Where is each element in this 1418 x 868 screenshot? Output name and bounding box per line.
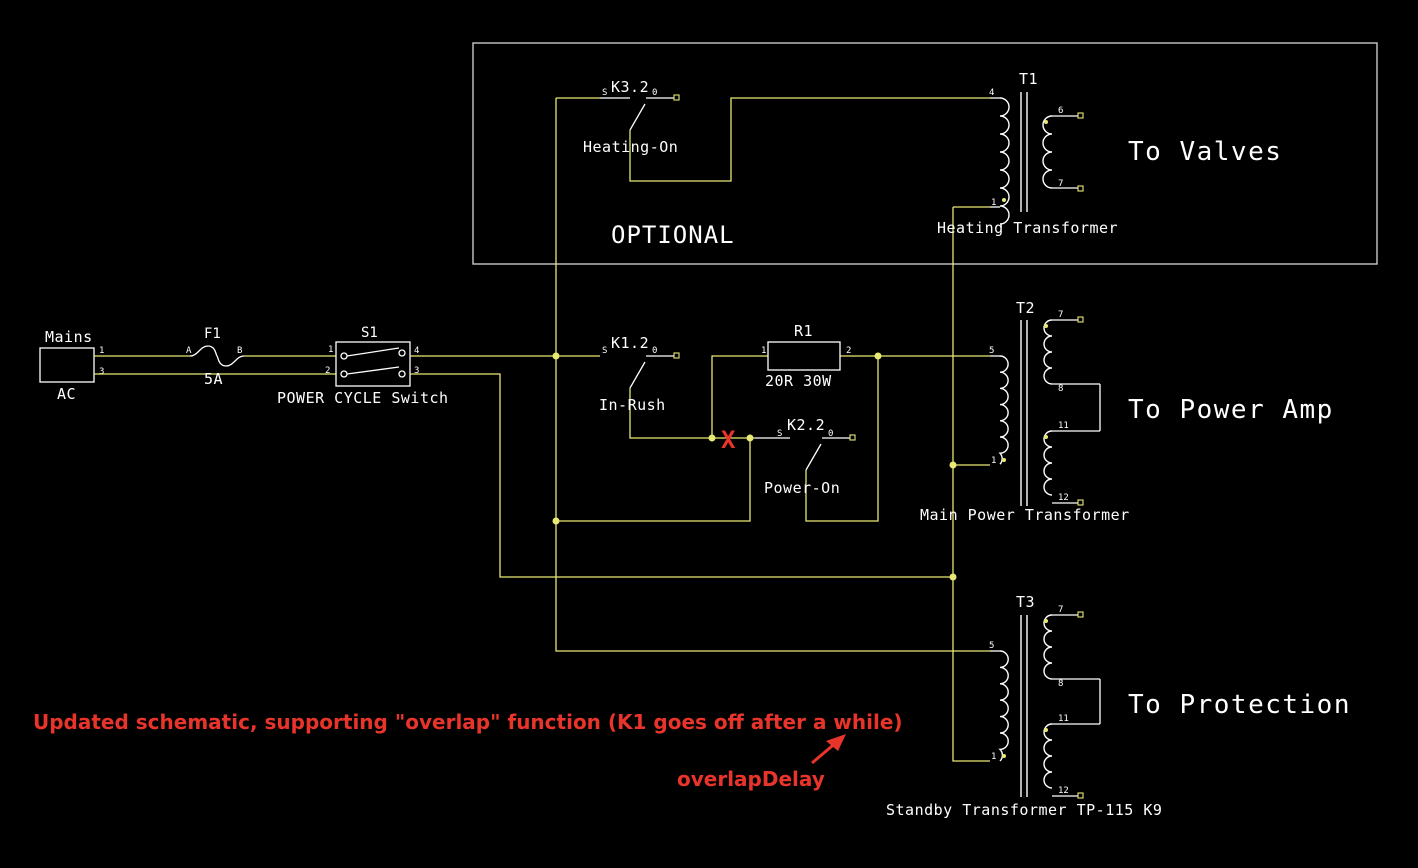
- svg-text:T2: T2: [1016, 299, 1035, 317]
- switch-s1: S1 1 2 4 3 POWER CYCLE Switch: [277, 325, 449, 407]
- wire-live-to-k2: [556, 438, 751, 522]
- svg-text:Mains: Mains: [45, 328, 93, 346]
- svg-text:K1.2: K1.2: [611, 334, 649, 352]
- transformer-t1: T1 4 1 6 7 Heating Transformer: [937, 70, 1118, 237]
- junction-dot: [949, 573, 957, 581]
- transformer-t2: T2 5 1 7 8 11 12 Main Power Transformer: [920, 299, 1130, 524]
- svg-text:S1: S1: [361, 325, 378, 341]
- svg-text:Main Power Transformer: Main Power Transformer: [920, 506, 1130, 524]
- svg-text:B: B: [237, 346, 242, 356]
- svg-text:8: 8: [1058, 384, 1063, 394]
- wire-neutral-vertical: [952, 207, 990, 762]
- wire-k2-return: [805, 356, 879, 522]
- annotation-arrow: [811, 734, 846, 765]
- svg-text:5: 5: [989, 641, 994, 651]
- svg-text:3: 3: [99, 367, 104, 377]
- dest-valves: To Valves: [1128, 137, 1282, 167]
- junction-dot: [552, 517, 560, 525]
- svg-text:A: A: [186, 346, 192, 356]
- svg-text:0: 0: [652, 346, 657, 356]
- junction-dot: [874, 352, 882, 360]
- svg-text:0: 0: [828, 429, 833, 439]
- relay-contact-k3: K3.2 S 0 Heating-On: [583, 78, 680, 156]
- svg-text:1: 1: [991, 198, 996, 208]
- svg-text:20R 30W: 20R 30W: [765, 372, 832, 390]
- svg-text:S: S: [777, 429, 782, 439]
- svg-text:0: 0: [652, 88, 657, 98]
- svg-text:1: 1: [991, 456, 996, 466]
- svg-text:12: 12: [1058, 493, 1069, 503]
- junction-dot: [708, 434, 716, 442]
- svg-text:11: 11: [1058, 421, 1069, 431]
- svg-text:F1: F1: [204, 326, 221, 342]
- svg-text:1: 1: [328, 345, 333, 355]
- svg-text:R1: R1: [794, 322, 813, 340]
- svg-text:5: 5: [989, 346, 994, 356]
- wire-neutral: [410, 373, 953, 578]
- svg-text:7: 7: [1058, 605, 1063, 615]
- junction-dot: [746, 434, 754, 442]
- wire-k3-to-t1: [629, 97, 990, 182]
- optional-label: OPTIONAL: [611, 221, 735, 249]
- resistor-r1: R1 1 2 20R 30W: [761, 322, 851, 390]
- wire-live-vertical: [555, 98, 990, 652]
- svg-text:4: 4: [989, 88, 994, 98]
- svg-text:8: 8: [1058, 679, 1063, 689]
- svg-text:S: S: [602, 346, 607, 356]
- svg-text:K3.2: K3.2: [611, 78, 649, 96]
- svg-text:K2.2: K2.2: [787, 416, 825, 434]
- cross-mark: X: [721, 426, 736, 454]
- optional-region-box: [472, 42, 1378, 265]
- svg-text:4: 4: [414, 346, 419, 356]
- svg-text:12: 12: [1058, 786, 1069, 796]
- svg-text:2: 2: [325, 366, 330, 376]
- svg-text:POWER CYCLE Switch: POWER CYCLE Switch: [277, 389, 449, 407]
- svg-text:T1: T1: [1019, 70, 1038, 88]
- svg-text:6: 6: [1058, 106, 1063, 116]
- svg-text:S: S: [602, 88, 607, 98]
- svg-text:T3: T3: [1016, 593, 1035, 611]
- svg-text:2: 2: [846, 346, 851, 356]
- svg-text:In-Rush: In-Rush: [599, 396, 666, 414]
- svg-text:1: 1: [761, 346, 766, 356]
- svg-text:Power-On: Power-On: [764, 479, 840, 497]
- svg-text:5A: 5A: [204, 370, 223, 388]
- dest-power-amp: To Power Amp: [1128, 395, 1334, 425]
- svg-text:7: 7: [1058, 179, 1063, 189]
- annotation-arrow-label: overlapDelay: [677, 767, 825, 791]
- svg-text:AC: AC: [57, 385, 76, 403]
- transformer-t3: T3 5 1 7 8 11 12 Standby Transformer TP-…: [886, 593, 1162, 819]
- svg-text:7: 7: [1058, 310, 1063, 320]
- relay-contact-k1: K1.2 S 0 In-Rush: [599, 334, 680, 414]
- annotation-note: Updated schematic, supporting "overlap" …: [33, 710, 903, 734]
- svg-text:Heating-On: Heating-On: [583, 138, 678, 156]
- dest-protection: To Protection: [1128, 690, 1351, 720]
- svg-text:1: 1: [99, 346, 104, 356]
- relay-contact-k2: K2.2 S 0 Power-On: [755, 416, 856, 497]
- mains-connector: Mains AC 1 3: [39, 328, 104, 403]
- svg-text:Heating Transformer: Heating Transformer: [937, 219, 1118, 237]
- junction-dot: [949, 461, 957, 469]
- fuse-f1: F1 A B 5A: [186, 326, 245, 388]
- svg-text:11: 11: [1058, 714, 1069, 724]
- svg-text:3: 3: [414, 366, 419, 376]
- junction-dot: [552, 352, 560, 360]
- svg-text:1: 1: [991, 752, 996, 762]
- wire-r1-left: [711, 355, 768, 438]
- svg-text:Standby Transformer TP-115 K9: Standby Transformer TP-115 K9: [886, 801, 1162, 819]
